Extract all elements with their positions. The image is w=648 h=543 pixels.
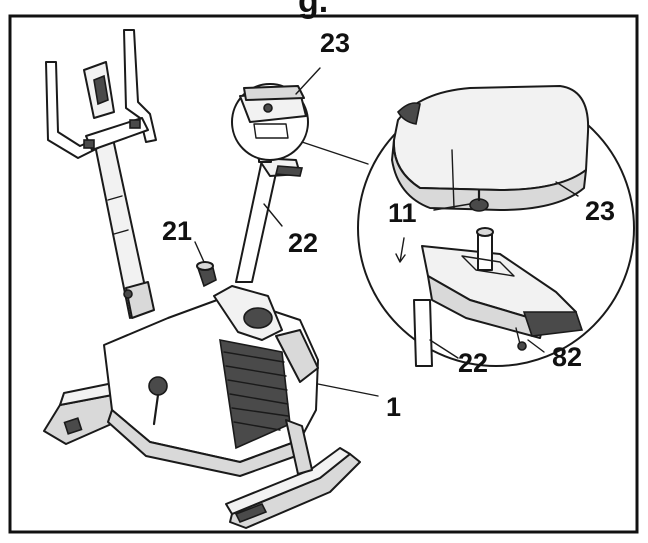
front-stabilizer (225, 447, 361, 529)
main-frame (103, 285, 319, 477)
label-main-frame: 1 (386, 392, 401, 422)
label-seat-post: 22 (288, 228, 318, 258)
label-nut: 11 (388, 198, 417, 228)
handlebar-post (93, 133, 155, 319)
label-knob: 21 (162, 216, 192, 246)
zoom-detail (357, 85, 635, 367)
label-seat-top: 23 (320, 28, 350, 58)
label-saddle-zoom: 23 (585, 196, 615, 226)
diagram-frame (8, 14, 639, 534)
side-grille (219, 338, 291, 450)
leader-lines (194, 67, 579, 397)
seat-post-zoom (413, 227, 584, 367)
handlebar (45, 29, 157, 159)
zoom-connector (301, 141, 369, 165)
exercise-bike (43, 29, 369, 529)
pedal-hub (148, 376, 168, 396)
direction-arrow (395, 237, 406, 263)
saddle-zoom (391, 85, 590, 211)
label-screw: 82 (552, 342, 582, 372)
label-seat-post-zoom: 22 (458, 348, 488, 378)
nut-zoom (469, 188, 489, 212)
seat-small (231, 83, 309, 161)
adjustment-knob (196, 261, 217, 288)
